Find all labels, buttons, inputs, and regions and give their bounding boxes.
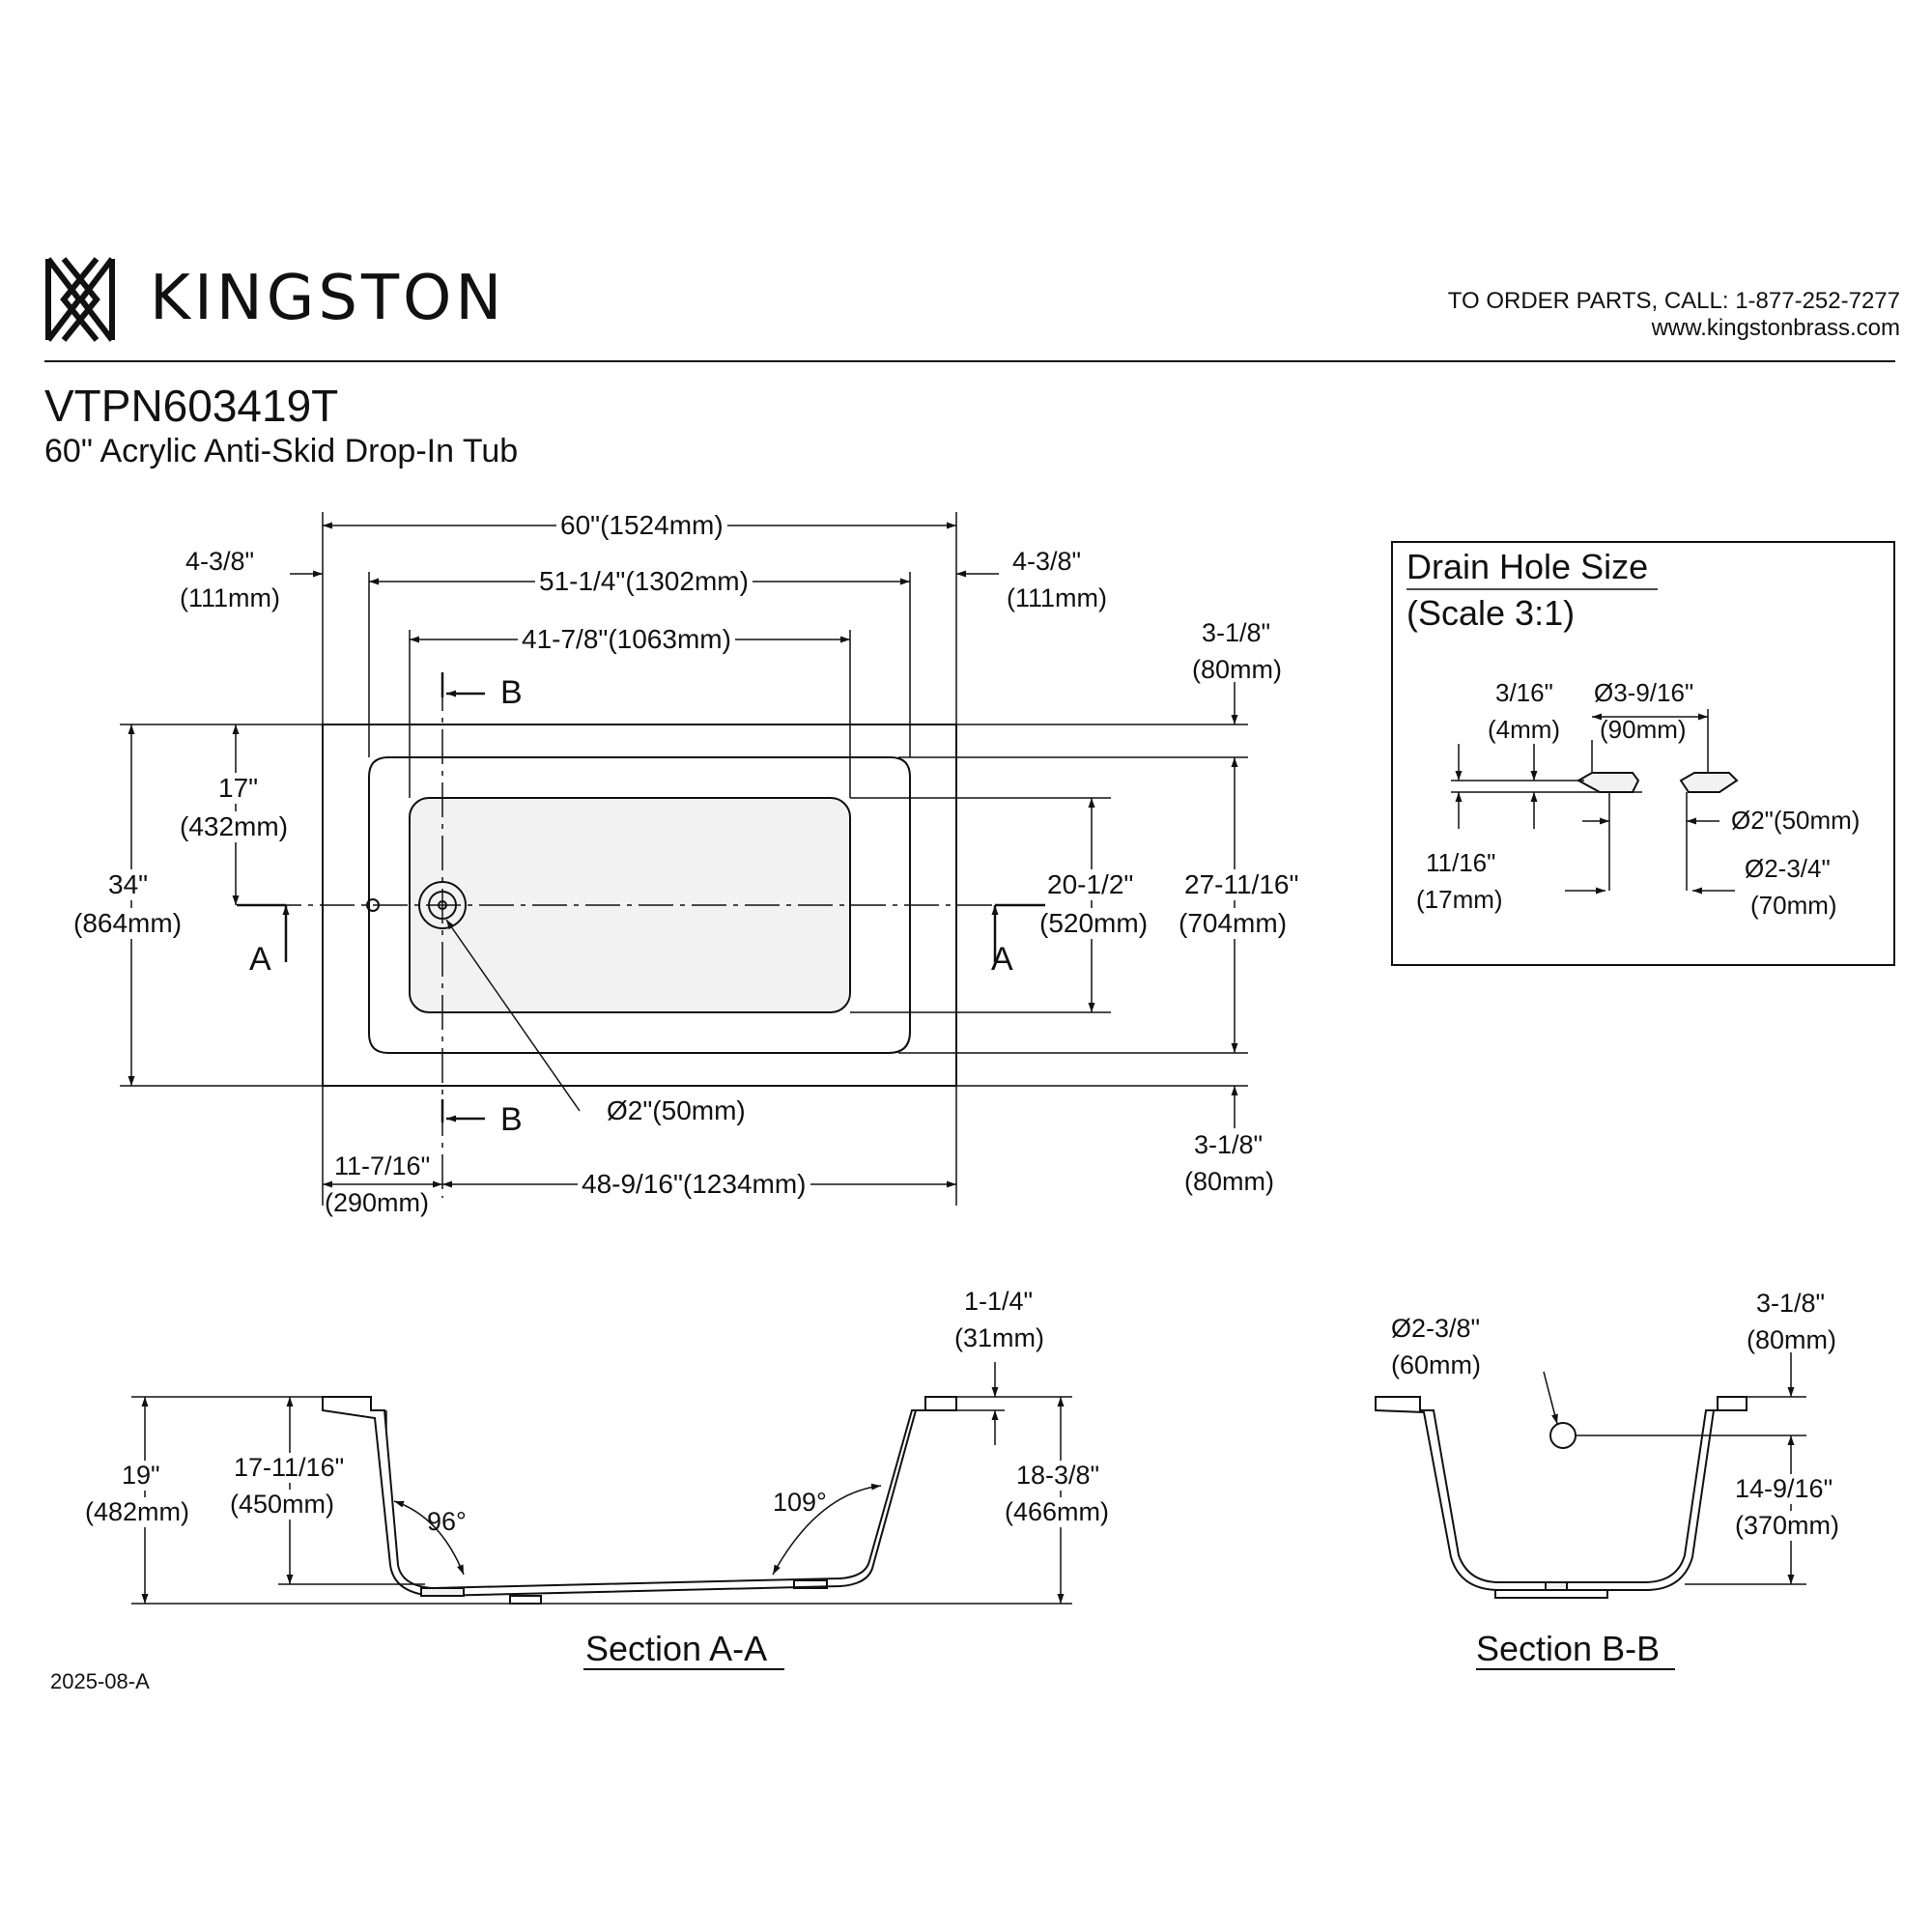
rim-right-in: 4-3/8" — [1012, 547, 1082, 576]
section-b-bottom: B — [500, 1101, 523, 1138]
floor-width-mm: (520mm) — [1039, 908, 1149, 939]
aa-rim-in: 1-1/4" — [964, 1287, 1034, 1316]
drain-thickness-in: 3/16" — [1495, 678, 1553, 707]
drain-flange-dia-in: Ø3-9/16" — [1594, 678, 1694, 707]
drain-hole-dia: Ø2"(50mm) — [1731, 806, 1861, 835]
section-bb-view — [1375, 1352, 1806, 1670]
model-number: VTPN603419T — [44, 381, 339, 431]
bottom-rim-mm: (80mm) — [1184, 1167, 1274, 1196]
top-rim-mm: (80mm) — [1192, 655, 1282, 684]
aa-height-in: 19" — [122, 1461, 160, 1491]
plan-view — [120, 512, 1248, 1206]
drain-center-in: 17" — [218, 773, 259, 804]
inner-length-label: 51-1/4"(1302mm) — [535, 566, 753, 597]
order-phone: TO ORDER PARTS, CALL: 1-877-252-7277 — [1447, 288, 1900, 314]
section-a-left: A — [249, 941, 271, 978]
product-description: 60" Acrylic Anti-Skid Drop-In Tub — [44, 433, 519, 469]
bb-rim-mm: (80mm) — [1747, 1325, 1836, 1354]
section-a-right: A — [991, 941, 1013, 978]
section-aa-profile — [322, 1396, 957, 1598]
drain-offset-in: 11-7/16" — [334, 1151, 431, 1180]
drain-thickness-mm: (4mm) — [1488, 715, 1561, 744]
aa-overflow-mm: (466mm) — [1005, 1497, 1110, 1527]
floor-length-label: 41-7/8"(1063mm) — [518, 624, 735, 655]
bb-overflow-height-mm: (370mm) — [1735, 1511, 1840, 1541]
aa-inner-depth-in: 17-11/16" — [234, 1453, 345, 1483]
website-link[interactable]: www.kingstonbrass.com — [1651, 315, 1900, 341]
tub-inner-basin — [368, 756, 911, 1054]
overall-length-label: 60"(1524mm) — [556, 510, 727, 541]
drain-flange-dia-mm: (90mm) — [1600, 715, 1687, 744]
rim-left-in: 4-3/8" — [185, 547, 255, 576]
drain-center-mm: (432mm) — [180, 811, 289, 842]
section-aa-title: Section A-A — [585, 1629, 768, 1668]
kingston-logo-icon — [45, 257, 115, 342]
bb-overflow-dia-in: Ø2-3/8" — [1391, 1314, 1481, 1343]
section-bb-title: Section B-B — [1476, 1629, 1661, 1668]
rim-right-mm: (111mm) — [1007, 583, 1108, 612]
aa-rim-mm: (31mm) — [954, 1323, 1044, 1352]
overall-width-in: 34" — [108, 869, 149, 900]
drain-outer-dia-mm: (70mm) — [1750, 891, 1837, 920]
drain-detail-frame — [1391, 541, 1895, 966]
drain-offset-mm: (290mm) — [325, 1188, 430, 1217]
drain-depth-mm: (17mm) — [1416, 885, 1503, 914]
revision-code: 2025-08-A — [50, 1669, 150, 1693]
overall-width-mm: (864mm) — [73, 908, 183, 939]
bottom-rim-in: 3-1/8" — [1194, 1130, 1264, 1159]
drain-detail-view — [1391, 541, 1895, 966]
overflow-hole-bb — [1549, 1422, 1577, 1449]
drain-diameter-label: Ø2"(50mm) — [607, 1095, 746, 1125]
drain-outer-dia-in: Ø2-3/4" — [1745, 854, 1831, 883]
aa-right-angle: 109° — [773, 1488, 827, 1517]
rim-left-mm: (111mm) — [180, 583, 281, 612]
bb-overflow-height-in: 14-9/16" — [1735, 1474, 1833, 1504]
drain-detail-title: Drain Hole Size — [1406, 547, 1649, 586]
drain-flange-profile — [1576, 772, 1739, 793]
drain-detail-scale: (Scale 3:1) — [1406, 593, 1576, 633]
inner-width-mm: (704mm) — [1179, 908, 1288, 939]
aa-inner-depth-mm: (450mm) — [230, 1490, 335, 1520]
bb-rim-in: 3-1/8" — [1756, 1289, 1826, 1318]
section-b-top: B — [500, 674, 523, 711]
drain-to-end-label: 48-9/16"(1234mm) — [578, 1169, 810, 1200]
section-bb-profile — [1375, 1396, 1747, 1591]
brand-name: KINGSTON — [150, 263, 506, 334]
aa-height-mm: (482mm) — [85, 1497, 190, 1527]
bb-overflow-dia-mm: (60mm) — [1391, 1350, 1481, 1379]
aa-overflow-in: 18-3/8" — [1016, 1461, 1100, 1491]
floor-width-in: 20-1/2" — [1047, 869, 1134, 900]
inner-width-in: 27-11/16" — [1184, 869, 1299, 900]
aa-left-angle: 96° — [427, 1507, 467, 1536]
drain-depth-in: 11/16" — [1426, 848, 1496, 877]
top-rim-in: 3-1/8" — [1202, 618, 1271, 647]
